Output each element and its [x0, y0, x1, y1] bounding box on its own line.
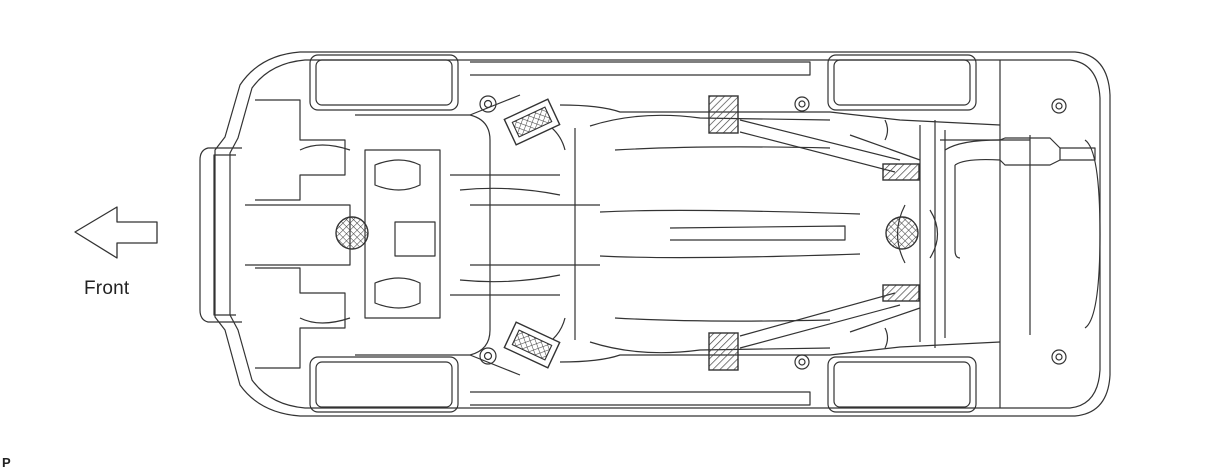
front-direction-label: Front [84, 278, 130, 299]
rear-right-tire [827, 356, 977, 413]
rear-left-tire [827, 54, 977, 111]
body-inner-outline [229, 59, 1101, 409]
rear-right-pad [882, 284, 920, 302]
center-right-pad [708, 332, 739, 371]
front-jack-point [335, 216, 369, 250]
front-left-pad [503, 98, 561, 146]
driveshaft [669, 225, 846, 241]
center-left-pad [708, 95, 739, 134]
rear-jack-point [885, 216, 919, 250]
front-right-tire [309, 356, 459, 413]
front-right-pad [503, 321, 561, 369]
muffler [944, 137, 1061, 166]
arrow-left-icon [74, 206, 158, 259]
front-bumper [199, 147, 242, 323]
rear-left-pad [882, 163, 920, 181]
figure-code-label: P [2, 455, 11, 470]
front-left-tire [309, 54, 459, 111]
body-outline [214, 51, 1111, 417]
